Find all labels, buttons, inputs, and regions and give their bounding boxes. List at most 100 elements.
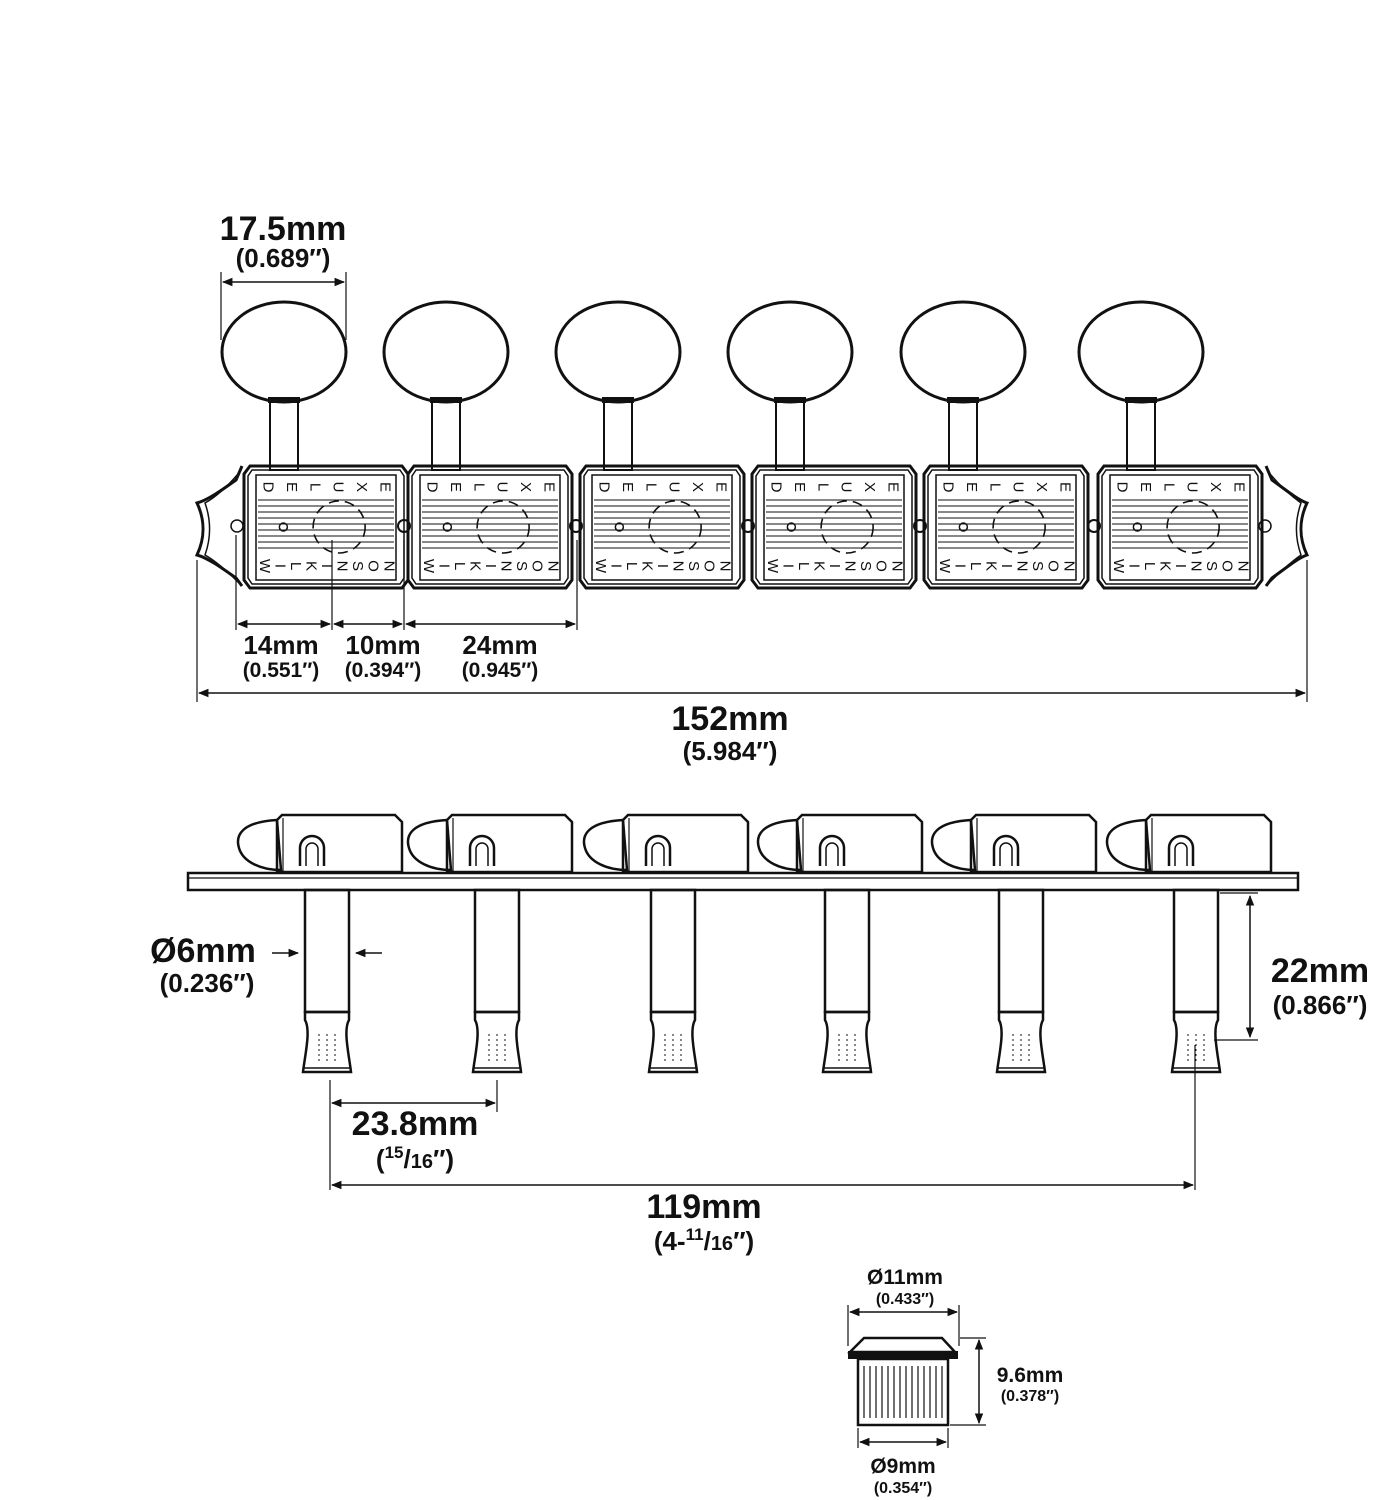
dim-post-span: 119mm (4-11/16″)	[330, 1045, 1196, 1256]
tuner-buttons	[220, 300, 1205, 471]
plate-letter: E	[619, 482, 636, 492]
plate-letter: X	[1207, 482, 1224, 492]
bushing	[846, 1336, 958, 1427]
plate-letter: E	[283, 482, 300, 492]
plate-letter: E	[884, 482, 901, 492]
plate-letter: I	[607, 564, 624, 568]
plate-letter: I	[779, 564, 796, 568]
plate-letter: I	[951, 564, 968, 568]
plate-letter: L	[1141, 562, 1158, 570]
post-diameter-mm: Ø6mm	[150, 932, 256, 970]
dim-bushing-top: Ø11mm (0.433″)	[847, 1266, 960, 1346]
dim-post-diameter: Ø6mm (0.236″)	[150, 932, 382, 998]
plate-letter: I	[1172, 564, 1189, 568]
hole-to-post-mm: 14mm	[243, 630, 318, 660]
dim-spacing-row: 14mm (0.551″) 10mm (0.394″) 24mm (0.945″…	[235, 535, 578, 682]
button-width-inch: (0.689″)	[236, 243, 331, 273]
plate-letter: L	[287, 562, 304, 570]
plate-letter: N	[670, 561, 687, 572]
hole-to-post-inch: (0.551″)	[243, 659, 320, 682]
plate-letter: E	[712, 482, 729, 492]
post-diameter-inch: (0.236″)	[160, 968, 255, 998]
plate-letter: W	[764, 559, 781, 574]
plate-letter: D	[596, 482, 613, 493]
plate-letter: I	[318, 564, 335, 568]
plate-letter: N	[1014, 561, 1031, 572]
plate-letter: D	[260, 482, 277, 493]
plate-letter: L	[451, 562, 468, 570]
post-span-inch: (4-11/16″)	[654, 1225, 754, 1256]
plate-letter: O	[873, 560, 890, 572]
tuner-button	[1077, 300, 1205, 471]
plate-letter: L	[967, 562, 984, 570]
plate-letter: X	[861, 482, 878, 492]
post-height-inch: (0.866″)	[1273, 990, 1368, 1020]
button-width-mm: 17.5mm	[220, 210, 347, 248]
post-span-mm: 119mm	[646, 1188, 761, 1226]
side-baseplate	[186, 871, 1300, 892]
plate-letter: E	[376, 482, 393, 492]
plate-letter: N	[380, 561, 397, 572]
plate-letter: U	[1010, 482, 1027, 493]
plate-letter: X	[1033, 482, 1050, 492]
joint-screw	[913, 519, 927, 533]
plate-letter: X	[517, 482, 534, 492]
plate-letter: I	[998, 564, 1015, 568]
plate-letter: L	[306, 483, 323, 491]
plate-letter: E	[963, 482, 980, 492]
plate-letter: O	[1045, 560, 1062, 572]
plate-letter: K	[810, 561, 827, 571]
side-tuner	[756, 813, 924, 1074]
dim-post-height: 22mm (0.866″)	[1214, 892, 1369, 1041]
plate-letter: I	[1125, 564, 1142, 568]
plate-letter: S	[1203, 561, 1220, 571]
plate-letter: W	[592, 559, 609, 574]
post-to-edge-mm: 10mm	[345, 630, 420, 660]
plate-letter: U	[838, 482, 855, 493]
bushing-height-inch: (0.378″)	[1001, 1388, 1059, 1405]
bushing-top-mm: Ø11mm	[867, 1266, 943, 1289]
plate-letter: S	[349, 561, 366, 571]
plate-letter: N	[334, 561, 351, 572]
plate-letter: N	[1188, 561, 1205, 572]
bushing-knurling	[863, 1366, 943, 1418]
plate-letter: X	[689, 482, 706, 492]
bushing-bottom-inch: (0.354″)	[874, 1480, 932, 1497]
plate-letter: X	[353, 482, 370, 492]
unit-width-inch: (0.945″)	[462, 659, 539, 682]
side-tuners	[236, 813, 1273, 1074]
mounting-hole-left	[230, 519, 244, 533]
joint-screw	[397, 519, 411, 533]
bushing-top-inch: (0.433″)	[876, 1291, 934, 1308]
plate-letter: O	[701, 560, 718, 572]
plate-letter: U	[666, 482, 683, 493]
plate-letter: E	[791, 482, 808, 492]
plate-letter: N	[716, 561, 733, 572]
plate-letter: K	[638, 561, 655, 571]
plate-letter: N	[1060, 561, 1077, 572]
plate-letter: U	[494, 482, 511, 493]
dim-bushing-bottom: Ø9mm (0.354″)	[857, 1428, 949, 1497]
plate-letter: L	[795, 562, 812, 570]
dim-bushing-height: 9.6mm (0.378″)	[950, 1337, 1063, 1426]
tuner-button	[899, 300, 1027, 471]
mounting-hole-right	[1258, 519, 1272, 533]
plate-letter: N	[888, 561, 905, 572]
tuner-button	[220, 300, 348, 471]
plate-letter: L	[642, 483, 659, 491]
plate-letter: K	[1156, 561, 1173, 571]
plate-letter: L	[1160, 483, 1177, 491]
plate-letter: E	[447, 482, 464, 492]
plate-letter: I	[826, 564, 843, 568]
plate-letter: L	[623, 562, 640, 570]
plate-letter: E	[1056, 482, 1073, 492]
end-plate-right	[1258, 465, 1310, 587]
plate-letter: O	[365, 560, 382, 572]
plate-letter: N	[544, 561, 561, 572]
